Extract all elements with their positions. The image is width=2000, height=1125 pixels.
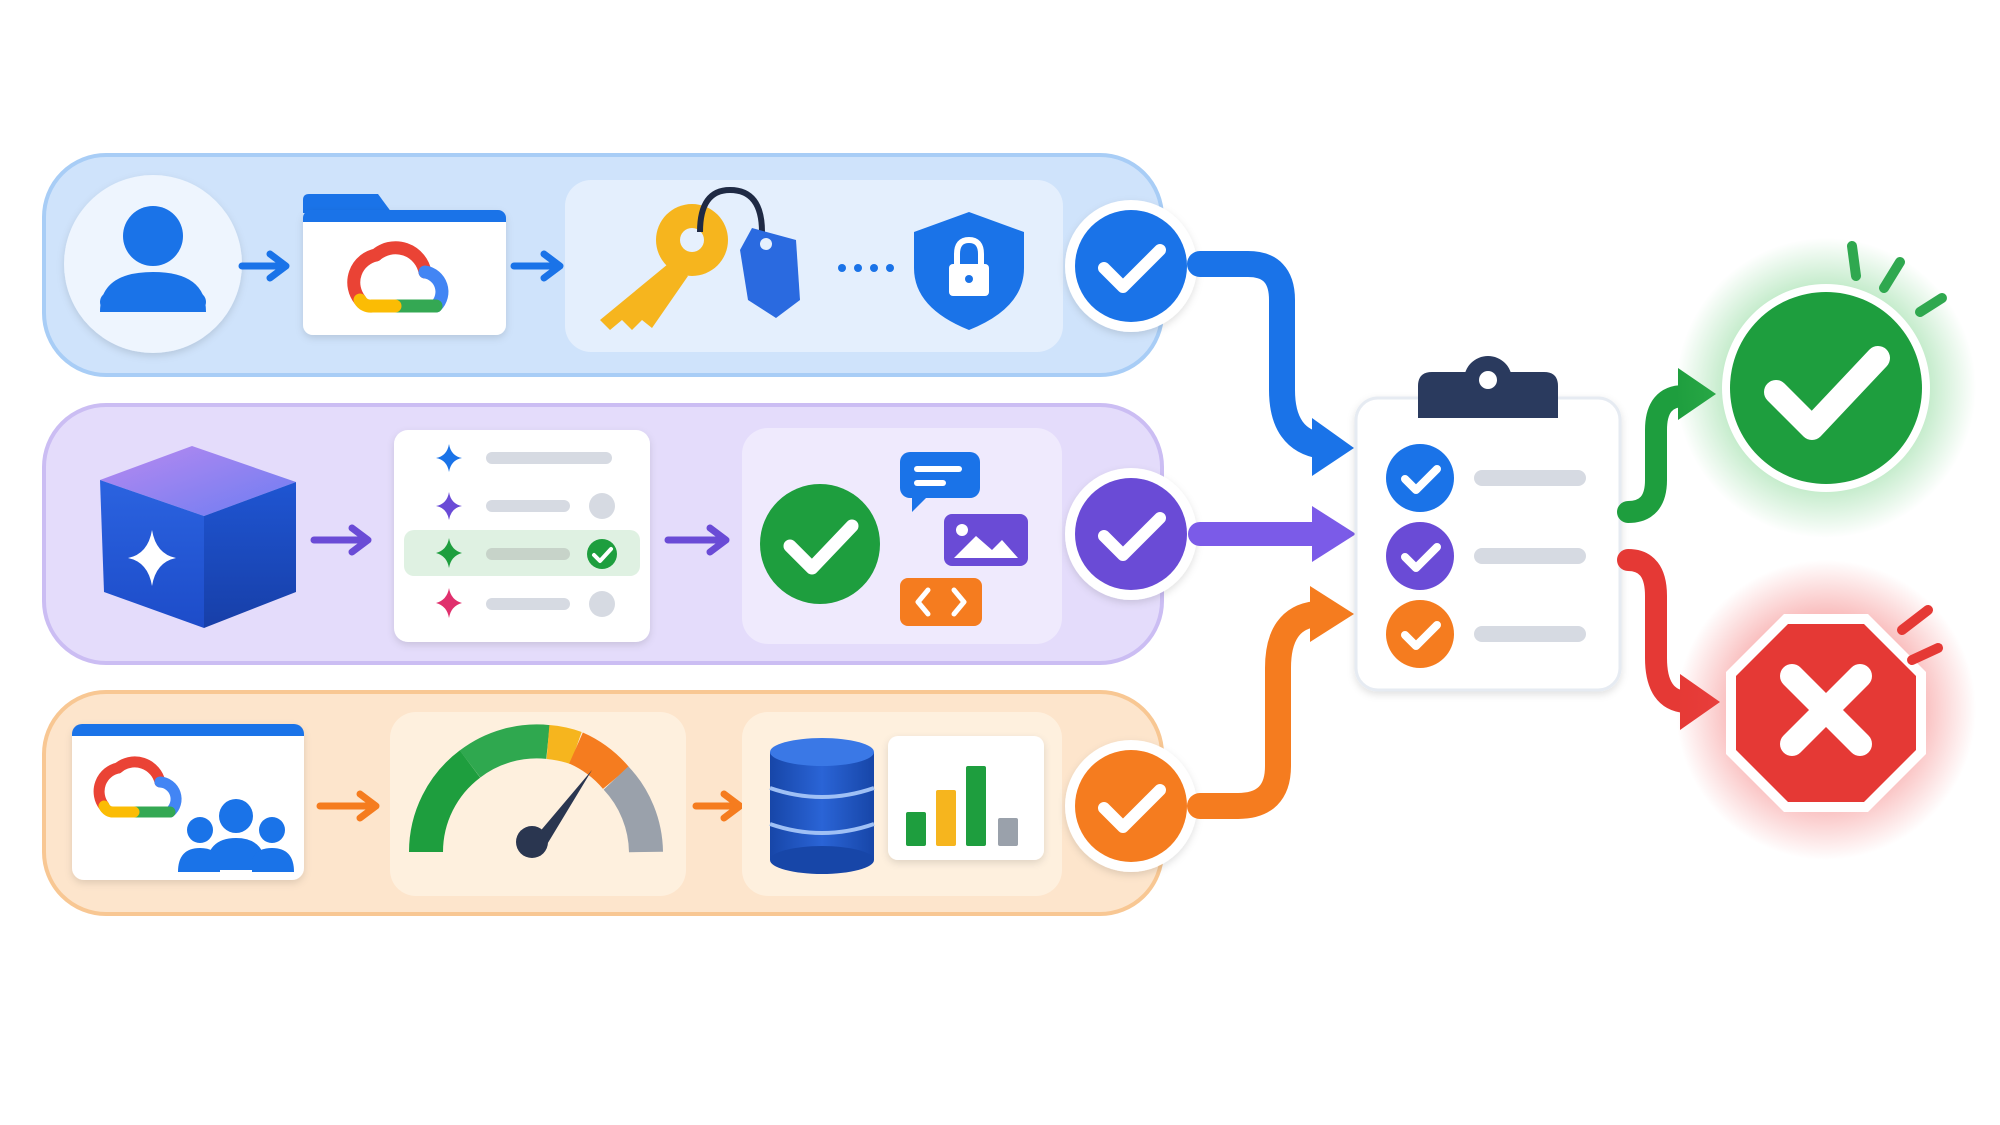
checklist-item	[1386, 522, 1586, 590]
row-auth-check-icon	[1065, 200, 1197, 332]
row-model-check-icon	[1065, 468, 1197, 600]
gauge-icon	[390, 712, 686, 896]
database-chart-icon	[742, 712, 1062, 896]
cloud-team-icon	[72, 724, 304, 880]
row-metrics-arrow-1	[316, 790, 380, 822]
fail-sparkle	[1897, 605, 1943, 665]
connector-purple	[1188, 506, 1356, 562]
row-model-arrow-2	[664, 524, 730, 556]
database-icon	[769, 738, 875, 874]
row-metrics	[42, 690, 1197, 916]
cloud-logo-icon-2	[93, 756, 182, 818]
key-tag-shield-icon	[565, 180, 1063, 352]
tag-icon	[740, 228, 800, 318]
clipboard-checklist-icon	[1354, 356, 1622, 692]
row-auth-arrow-1	[238, 250, 290, 282]
prompt-list-icon	[394, 430, 650, 642]
success-sparkle	[1847, 241, 1947, 317]
code-icon	[900, 578, 982, 626]
connector-orange	[1187, 586, 1354, 819]
row-auth-arrow-2	[510, 250, 564, 282]
team-icon	[178, 799, 294, 872]
checklist-item	[1386, 600, 1586, 668]
user-icon	[64, 175, 242, 353]
row-metrics-arrow-2	[692, 790, 744, 822]
checklist-item	[1386, 444, 1586, 512]
stop-x-icon	[1676, 560, 1976, 860]
bar-chart-icon	[888, 736, 1044, 860]
cloud-folder-icon	[303, 194, 506, 335]
ai-cube-icon	[100, 446, 296, 628]
row-auth	[42, 153, 1197, 377]
row-metrics-check-icon	[1065, 740, 1197, 872]
image-icon	[944, 514, 1028, 566]
connector-blue	[1187, 251, 1354, 476]
dots-separator	[838, 264, 894, 272]
row-model	[42, 403, 1197, 665]
cloud-logo-icon	[347, 241, 449, 313]
chat-icon	[900, 452, 980, 512]
shield-lock-icon	[914, 212, 1024, 330]
row-model-arrow-1	[310, 524, 372, 556]
key-icon	[600, 204, 728, 330]
success-check-icon	[1676, 238, 1976, 538]
multimodal-output-icon	[742, 428, 1062, 644]
